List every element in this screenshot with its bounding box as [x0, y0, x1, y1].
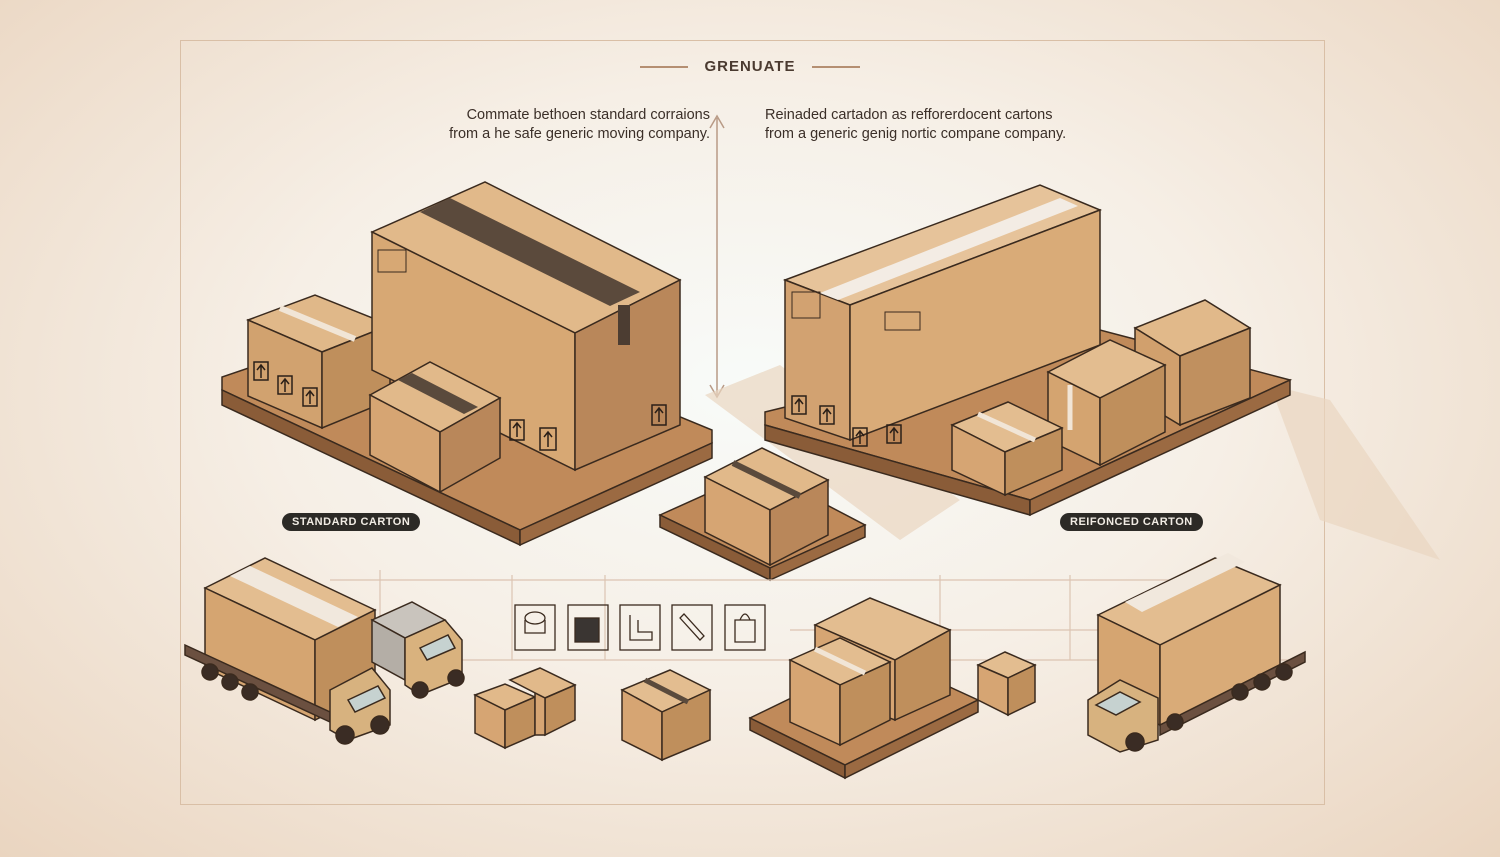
icon-row: [514, 604, 766, 651]
header: GRENUATE: [0, 58, 1500, 76]
caption-reinforced: Reinaded cartadon as refforerdocent cart…: [765, 106, 1125, 144]
box-standard-front: [368, 361, 502, 494]
caption-standard-line2: from a he safe generic moving company.: [449, 126, 710, 142]
label-standard-carton: STANDARD CARTON: [282, 513, 421, 531]
caption-standard: Commate bethoen standard corraions from …: [410, 106, 710, 144]
black-square-icon: [567, 604, 609, 651]
box-center: [703, 447, 830, 567]
up-arrow-markers-standard: [253, 361, 667, 451]
title-rule-left: [640, 66, 689, 68]
box-bottom-center: [620, 669, 712, 762]
box-bottom-pair-left: [473, 667, 577, 750]
knife-icon: [671, 604, 713, 651]
truck-standard-rear: [370, 601, 465, 699]
box-bottom-right-small: [976, 651, 1037, 717]
box-standard-large: [370, 181, 682, 472]
page-title: GRENUATE: [704, 58, 796, 76]
scale-icon: [514, 604, 556, 651]
up-arrow-markers-reinforced: [791, 395, 902, 447]
box-reinforced-large: [782, 184, 1103, 442]
hand-truck-icon: [619, 604, 661, 651]
truck-standard: [184, 557, 391, 745]
shadow-reinforced: [1270, 385, 1440, 560]
label-reinforced-carton: REIFONCED CARTON: [1060, 513, 1203, 531]
box-handle-icon: [724, 604, 766, 651]
caption-standard-line1: Commate bethoen standard corraions: [466, 107, 710, 123]
caption-reinforced-line1: Reinaded cartadon as refforerdocent cart…: [765, 107, 1053, 123]
divider-arrow: [709, 114, 725, 399]
box-bottom-right-front: [788, 637, 892, 747]
box-reinforced-front: [950, 401, 1064, 497]
truck-reinforced: [1087, 553, 1306, 753]
caption-reinforced-line2: from a generic genig nortic compane comp…: [765, 126, 1067, 142]
title-rule-right: [811, 66, 860, 68]
